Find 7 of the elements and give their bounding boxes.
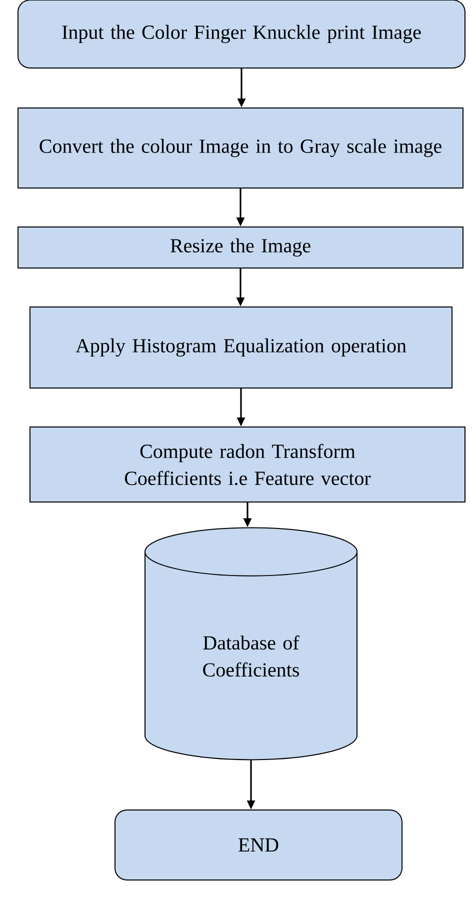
process-box: Apply Histogram Equalization operation bbox=[30, 306, 452, 388]
database-cylinder: Database of Coefficients bbox=[144, 527, 358, 760]
process-box: Convert the colour Image in to Gray scale image bbox=[18, 108, 464, 188]
start-box: Input the Color Finger Knuckle print Image bbox=[18, 0, 466, 68]
process-box: Resize the Image bbox=[18, 226, 464, 268]
process-box: Compute radon Transform Coefficients i.e Feature vector bbox=[30, 426, 466, 502]
end-box: END bbox=[114, 810, 402, 880]
